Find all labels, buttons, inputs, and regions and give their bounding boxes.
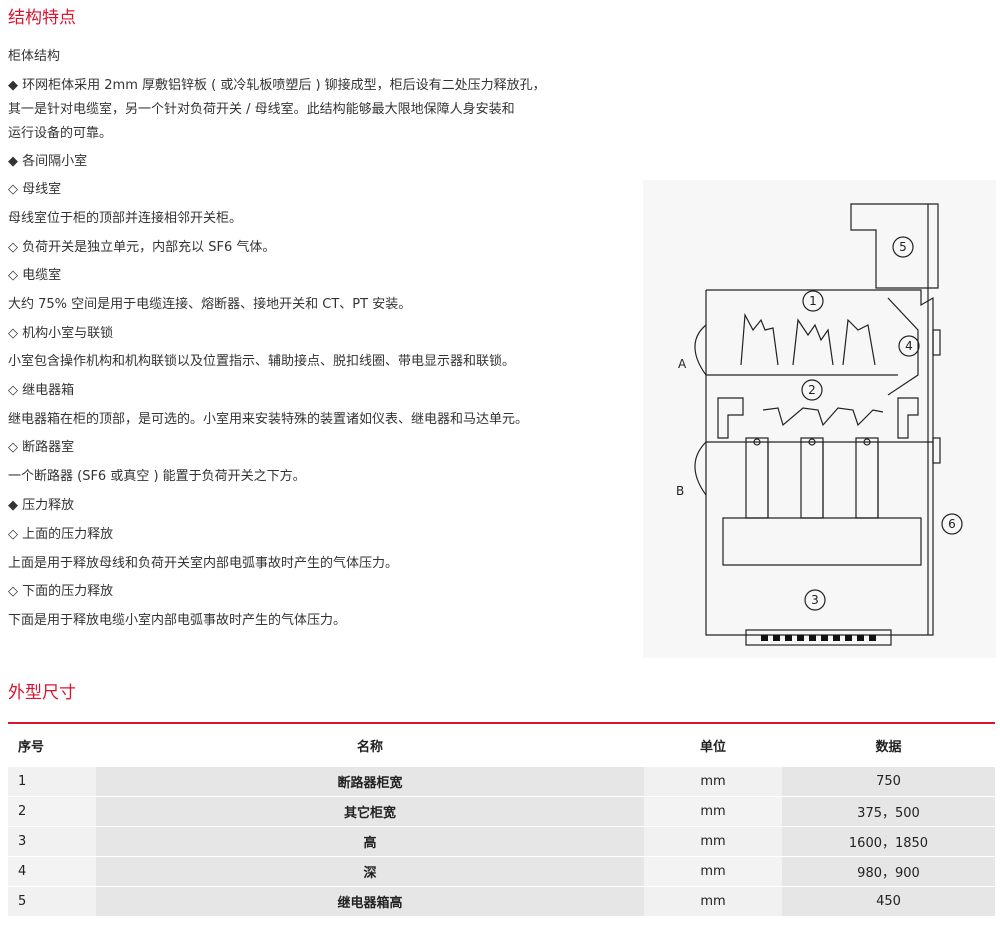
cell-unit: mm: [644, 856, 782, 887]
table-row: 5 继电器箱高 mm 450: [8, 886, 995, 916]
cell-no: 1: [8, 766, 96, 797]
structure-line: 其一是针对电缆室，另一个针对负荷开关 / 母线室。此结构能够最大限地保障人身安装…: [8, 102, 515, 117]
cell-no: 4: [8, 856, 96, 887]
cell-no: 2: [8, 796, 96, 827]
dimensions-table: 序号 名称 单位 数据 1 断路器柜宽 mm 750 2 其它柜宽 mm 375…: [8, 722, 995, 916]
cell-unit: mm: [644, 826, 782, 857]
cell-name: 深: [96, 856, 644, 887]
structure-line: ◇ 电缆室: [8, 268, 62, 283]
table-row: 2 其它柜宽 mm 375，500: [8, 796, 995, 827]
structure-line: 下面是用于释放电缆小室内部电弧事故时产生的气体压力。: [8, 613, 347, 628]
structure-line: 运行设备的可靠。: [8, 126, 113, 141]
cell-value: 750: [782, 766, 995, 797]
cell-name: 高: [96, 826, 644, 857]
cell-value: 980，900: [782, 856, 995, 887]
structure-line: 母线室位于柜的顶部并连接相邻开关柜。: [8, 211, 243, 226]
structure-line: 继电器箱在柜的顶部，是可选的。小室用来安装特殊的装置诸如仪表、继电器和马达单元。: [8, 412, 529, 427]
callout-6: 6: [948, 517, 956, 531]
callout-circle: [802, 290, 824, 312]
table-row: 1 断路器柜宽 mm 750: [8, 766, 995, 797]
cell-no: 5: [8, 886, 96, 916]
structure-line: ◆ 各间隔小室: [8, 154, 88, 169]
callout-circle: [892, 236, 914, 258]
callout-4: 4: [905, 339, 913, 353]
structure-line: 大约 75% 空间是用于电缆连接、熔断器、接地开关和 CT、PT 安装。: [8, 297, 412, 312]
structure-line: ◇ 上面的压力释放: [8, 527, 114, 542]
column-header-unit: 单位: [644, 723, 782, 767]
structure-line: ◇ 母线室: [8, 182, 62, 197]
structure-line: 一个断路器 (SF6 或真空 ) 能置于负荷开关之下方。: [8, 469, 306, 484]
cell-name: 继电器箱高: [96, 886, 644, 916]
structure-line: 柜体结构: [8, 49, 61, 64]
section-title-structure: 结构特点: [8, 8, 76, 28]
cell-value: 450: [782, 886, 995, 916]
structure-line: ◇ 断路器室: [8, 440, 75, 455]
cell-unit: mm: [644, 796, 782, 827]
label-a: A: [678, 357, 687, 371]
structure-line: ◆ 压力释放: [8, 498, 75, 513]
callout-circle: [898, 335, 920, 357]
label-b: B: [676, 484, 684, 498]
cell-unit: mm: [644, 766, 782, 797]
cabinet-section-diagram: 5 1 4 2 3: [643, 180, 996, 658]
column-header-no: 序号: [8, 723, 96, 767]
column-header-name: 名称: [96, 723, 644, 767]
structure-line: ◇ 下面的压力释放: [8, 584, 114, 599]
structure-line: ◇ 机构小室与联锁: [8, 326, 114, 341]
cell-name: 断路器柜宽: [96, 766, 644, 797]
callout-2: 2: [808, 383, 816, 397]
cell-name: 其它柜宽: [96, 796, 644, 827]
column-header-value: 数据: [782, 723, 995, 767]
section-title-dimensions: 外型尺寸: [8, 683, 76, 703]
callout-1: 1: [809, 294, 817, 308]
structure-line: 上面是用于释放母线和负荷开关室内部电弧事故时产生的气体压力。: [8, 556, 399, 571]
cell-unit: mm: [644, 886, 782, 916]
table-header-row: 序号 名称 单位 数据: [8, 723, 995, 767]
callout-circle: [941, 513, 963, 535]
callout-circle: [801, 379, 823, 401]
callout-circle: [804, 589, 826, 611]
table-row: 4 深 mm 980，900: [8, 856, 995, 887]
structure-line: ◇ 负荷开关是独立单元，内部充以 SF6 气体。: [8, 240, 276, 255]
cell-no: 3: [8, 826, 96, 857]
callout-5: 5: [899, 240, 907, 254]
callout-3: 3: [811, 593, 819, 607]
cell-value: 375，500: [782, 796, 995, 827]
structure-line: ◇ 继电器箱: [8, 383, 75, 398]
structure-line: 小室包含操作机构和机构联锁以及位置指示、辅助接点、脱扣线圈、带电显示器和联锁。: [8, 354, 516, 369]
relay-box: [850, 203, 939, 289]
structure-line: ◆ 环网柜体采用 2mm 厚敷铝锌板 ( 或冷轧板喷塑后 ) 铆接成型，柜后设有…: [8, 78, 546, 93]
cell-value: 1600，1850: [782, 826, 995, 857]
table-row: 3 高 mm 1600，1850: [8, 826, 995, 857]
cabinet-outline: [705, 289, 934, 636]
